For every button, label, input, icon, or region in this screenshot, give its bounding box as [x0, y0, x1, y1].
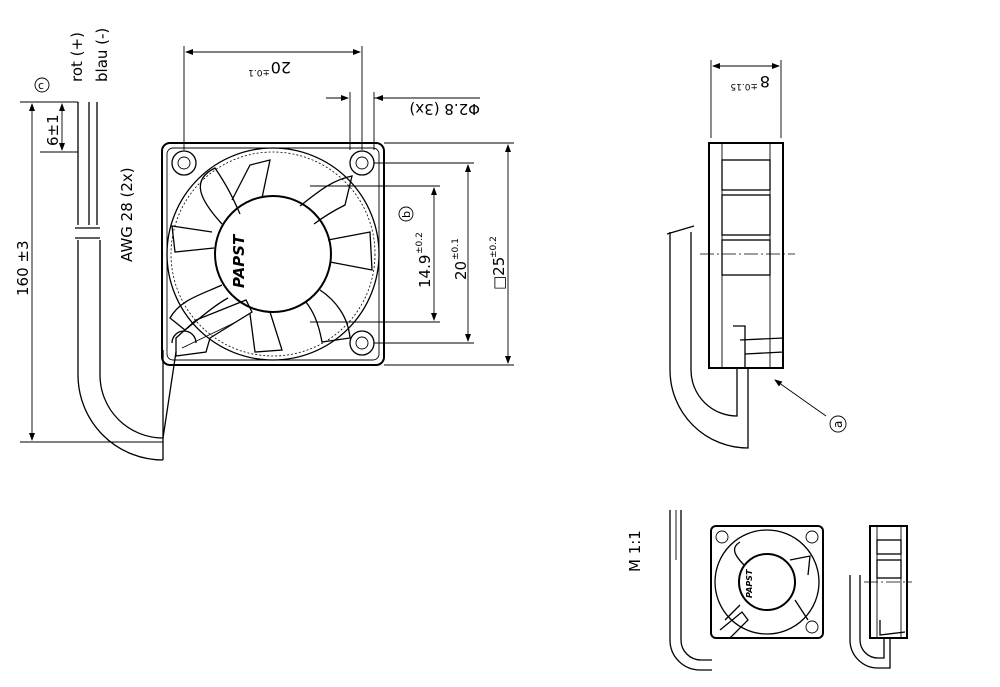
fan-logo: PAPST: [230, 233, 248, 288]
fan-frame-inner: [166, 147, 380, 361]
hub-dim: 14.9: [416, 255, 434, 288]
square-dim: □25: [490, 257, 508, 290]
marker-b-circle: [398, 206, 414, 222]
wire-plus-label: rot (+): [68, 32, 86, 82]
depth-dim-tol: ±0.15: [730, 81, 758, 91]
side-cable: [666, 225, 749, 449]
hole-spacing-v-tol: ±0.1: [451, 238, 461, 260]
marker-a: a: [831, 421, 845, 428]
mounting-hole: [349, 150, 375, 176]
fan-opening: [166, 147, 380, 361]
mounting-holes: [171, 150, 375, 356]
side-view: 8 ±0.15 a: [666, 60, 847, 449]
cable-length-dim: 160 ±3: [14, 240, 32, 296]
wire-minus-label: blau (-): [93, 28, 111, 82]
depth-dim: 8: [760, 72, 770, 91]
mounting-hole: [171, 150, 197, 176]
mounting-hole: [349, 330, 375, 356]
square-dim-tol: ±0.2: [489, 236, 499, 258]
thumb-logo: PAPST: [745, 569, 754, 598]
mounting-hole-inner: [355, 156, 369, 170]
hub-dim-tol: ±0.2: [415, 232, 425, 254]
front-view: PAPST rot (+) blau (-) c 6±1 160 ±3: [14, 28, 514, 461]
mounting-hole-inner: [177, 156, 191, 170]
hole-spacing-tol: ±0.1: [248, 67, 270, 77]
cable: [75, 102, 177, 461]
mounting-hole-inner: [355, 336, 369, 350]
marker-c: c: [38, 79, 44, 92]
fan-frame: [161, 142, 385, 366]
awg-label: AWG 28 (2x): [118, 167, 136, 262]
hole-diameter-dim: Φ2.8 (3x): [409, 100, 480, 118]
fan-hub: [214, 195, 332, 313]
marker-c-circle: [34, 77, 50, 93]
marker-a-circle: [829, 415, 847, 433]
thumbnail-view: M 1:1 PAPST: [626, 510, 912, 671]
strip-length-dim: 6±1: [44, 114, 62, 146]
hole-spacing-dim: 20: [271, 58, 291, 77]
marker-b: b: [400, 211, 413, 218]
fan-opening-dashed: [170, 151, 376, 357]
fan-blades: [169, 159, 373, 353]
cable-strut: [175, 299, 253, 357]
hole-spacing-v-dim: 20: [452, 261, 470, 280]
side-frame: [708, 142, 784, 369]
scale-label: M 1:1: [626, 530, 644, 572]
thumb-frame: [710, 525, 824, 639]
